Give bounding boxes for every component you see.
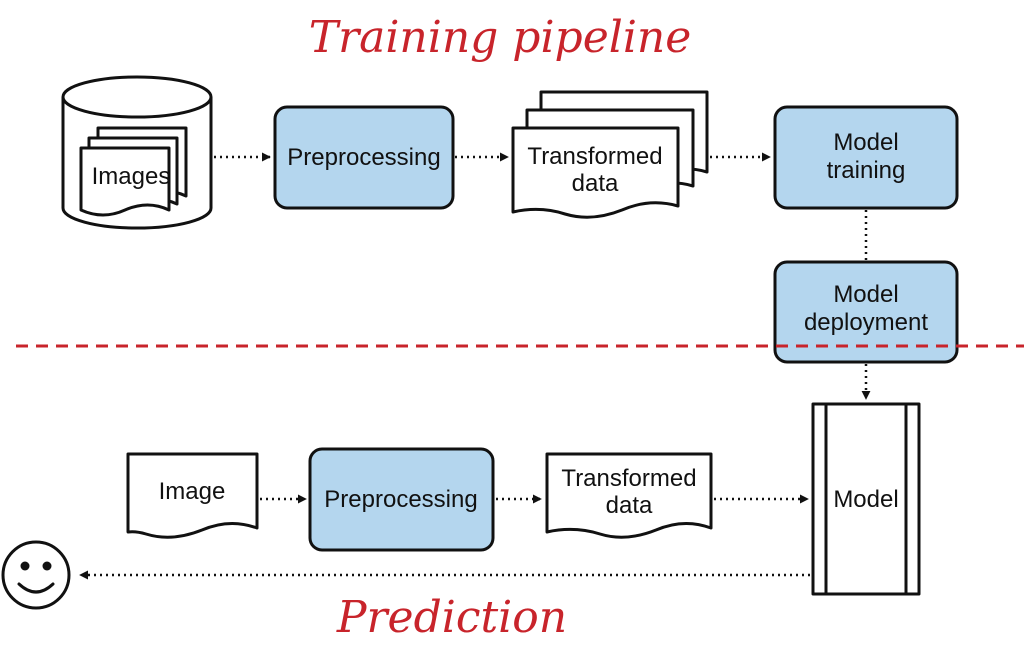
- model-deployment-line2: deployment: [804, 309, 928, 336]
- image-document-icon: Image: [126, 452, 259, 539]
- prediction-transformed-line2: data: [606, 492, 653, 519]
- model-deployment-line1: Model: [833, 281, 898, 308]
- prediction-preprocessing-box: Preprocessing: [308, 447, 495, 552]
- transformed-data-line1: Transformed: [527, 143, 662, 170]
- prediction-transformed-line1: Transformed: [561, 465, 696, 492]
- preprocessing-label: Preprocessing: [287, 144, 440, 171]
- images-label: Images: [92, 163, 171, 190]
- transformed-data-line2: data: [572, 170, 619, 197]
- model-label: Model: [833, 486, 898, 513]
- model-training-box: Model training: [773, 105, 959, 210]
- training-pipeline-title: Training pipeline: [309, 12, 692, 63]
- prediction-title: Prediction: [336, 592, 567, 643]
- transformed-data-stack-icon: Transformed data: [511, 90, 709, 219]
- model-training-line2: training: [827, 157, 906, 184]
- smiley-face-icon: [1, 540, 71, 610]
- preprocessing-box: Preprocessing: [273, 105, 455, 210]
- prediction-transformed-data-icon: Transformed data: [545, 452, 713, 539]
- model-training-line1: Model: [833, 129, 898, 156]
- image-label: Image: [159, 478, 226, 505]
- model-box: Model: [811, 402, 921, 596]
- model-deployment-box: Model deployment: [773, 260, 959, 364]
- prediction-preprocessing-label: Preprocessing: [324, 486, 477, 513]
- images-database-icon: Images: [61, 75, 213, 230]
